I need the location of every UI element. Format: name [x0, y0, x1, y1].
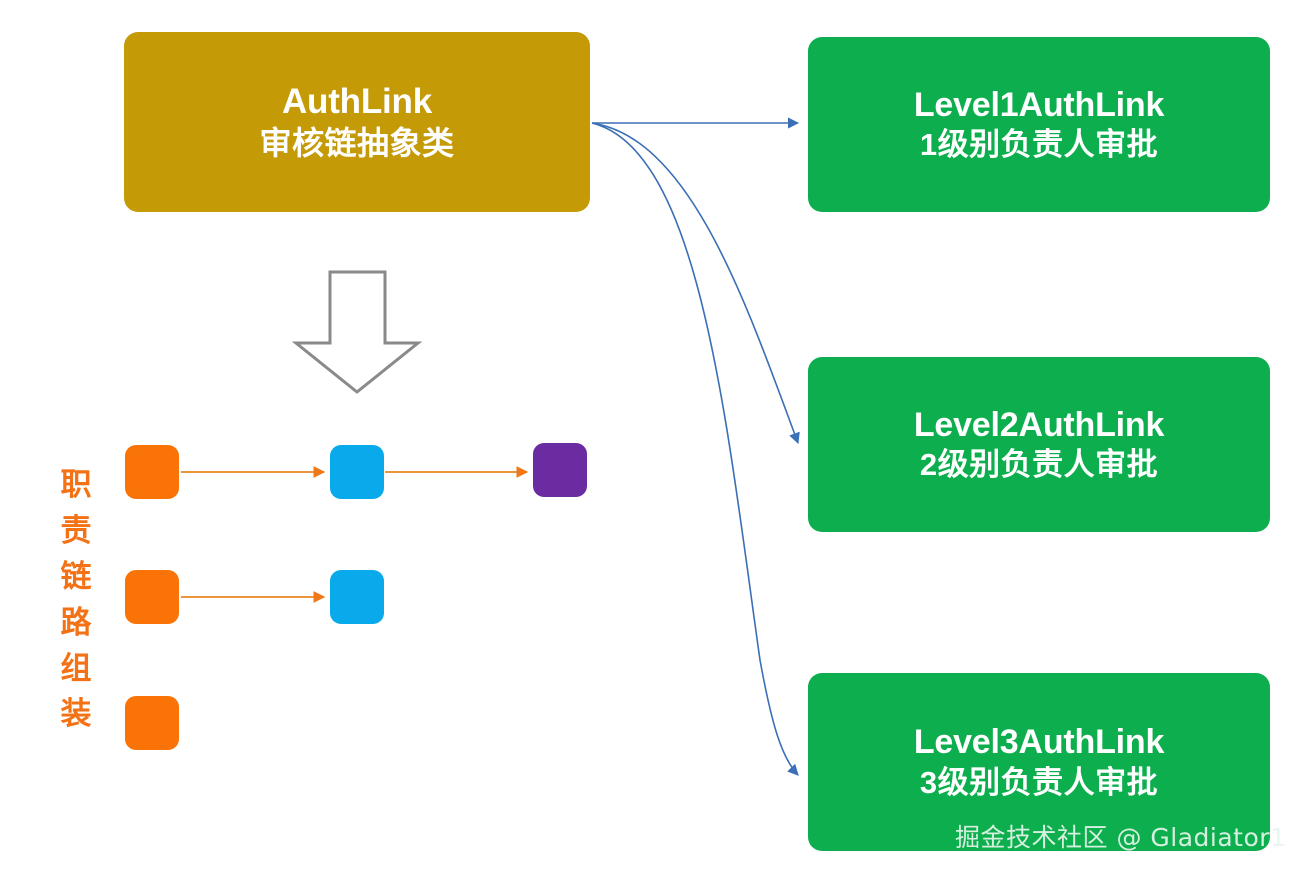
- impl-class-box-level1authlink[interactable]: Level1AuthLink 1级别负责人审批: [808, 37, 1270, 212]
- chain-label-char-4: 组: [60, 650, 92, 686]
- chain-node-row1-handler3[interactable]: [533, 443, 587, 497]
- impl-class-box-level3authlink[interactable]: Level3AuthLink 3级别负责人审批: [808, 673, 1270, 851]
- chain-node-row1-handler2[interactable]: [330, 445, 384, 499]
- abstract-class-name-en: AuthLink: [281, 82, 433, 122]
- watermark-text: 掘金技术社区 @ Gladiator1: [955, 823, 1287, 852]
- abstract-class-name-cn: 审核链抽象类: [259, 124, 455, 161]
- inheritance-arrow-level2: [591, 122, 800, 445]
- impl-class-name-en: Level3AuthLink: [913, 723, 1165, 762]
- down-arrow-outline-icon: [291, 270, 423, 394]
- chain-label-char-5: 装: [60, 696, 92, 732]
- chain-label-char-0: 职: [60, 467, 92, 502]
- chain-label-char-3: 路: [60, 604, 92, 640]
- impl-class-name-cn: 3级别负责人审批: [919, 764, 1159, 800]
- chain-node-row1-handler1[interactable]: [125, 445, 179, 499]
- chain-node-row2-handler1[interactable]: [125, 570, 179, 624]
- impl-class-name-cn: 1级别负责人审批: [919, 127, 1159, 163]
- inheritance-arrow-level3: [591, 122, 799, 776]
- chain-assembly-vertical-label: 职 责 链 路 组 装: [56, 462, 96, 737]
- chain-label-char-2: 链: [60, 558, 92, 594]
- impl-class-name-cn: 2级别负责人审批: [919, 447, 1159, 483]
- impl-class-name-en: Level1AuthLink: [913, 85, 1165, 124]
- chain-node-row2-handler2[interactable]: [330, 570, 384, 624]
- chain-label-char-1: 责: [60, 512, 92, 548]
- impl-class-name-en: Level2AuthLink: [913, 405, 1165, 444]
- chain-node-row3-handler1[interactable]: [125, 696, 179, 750]
- impl-class-box-level2authlink[interactable]: Level2AuthLink 2级别负责人审批: [808, 357, 1270, 532]
- abstract-class-box-authlink[interactable]: AuthLink 审核链抽象类: [124, 32, 590, 212]
